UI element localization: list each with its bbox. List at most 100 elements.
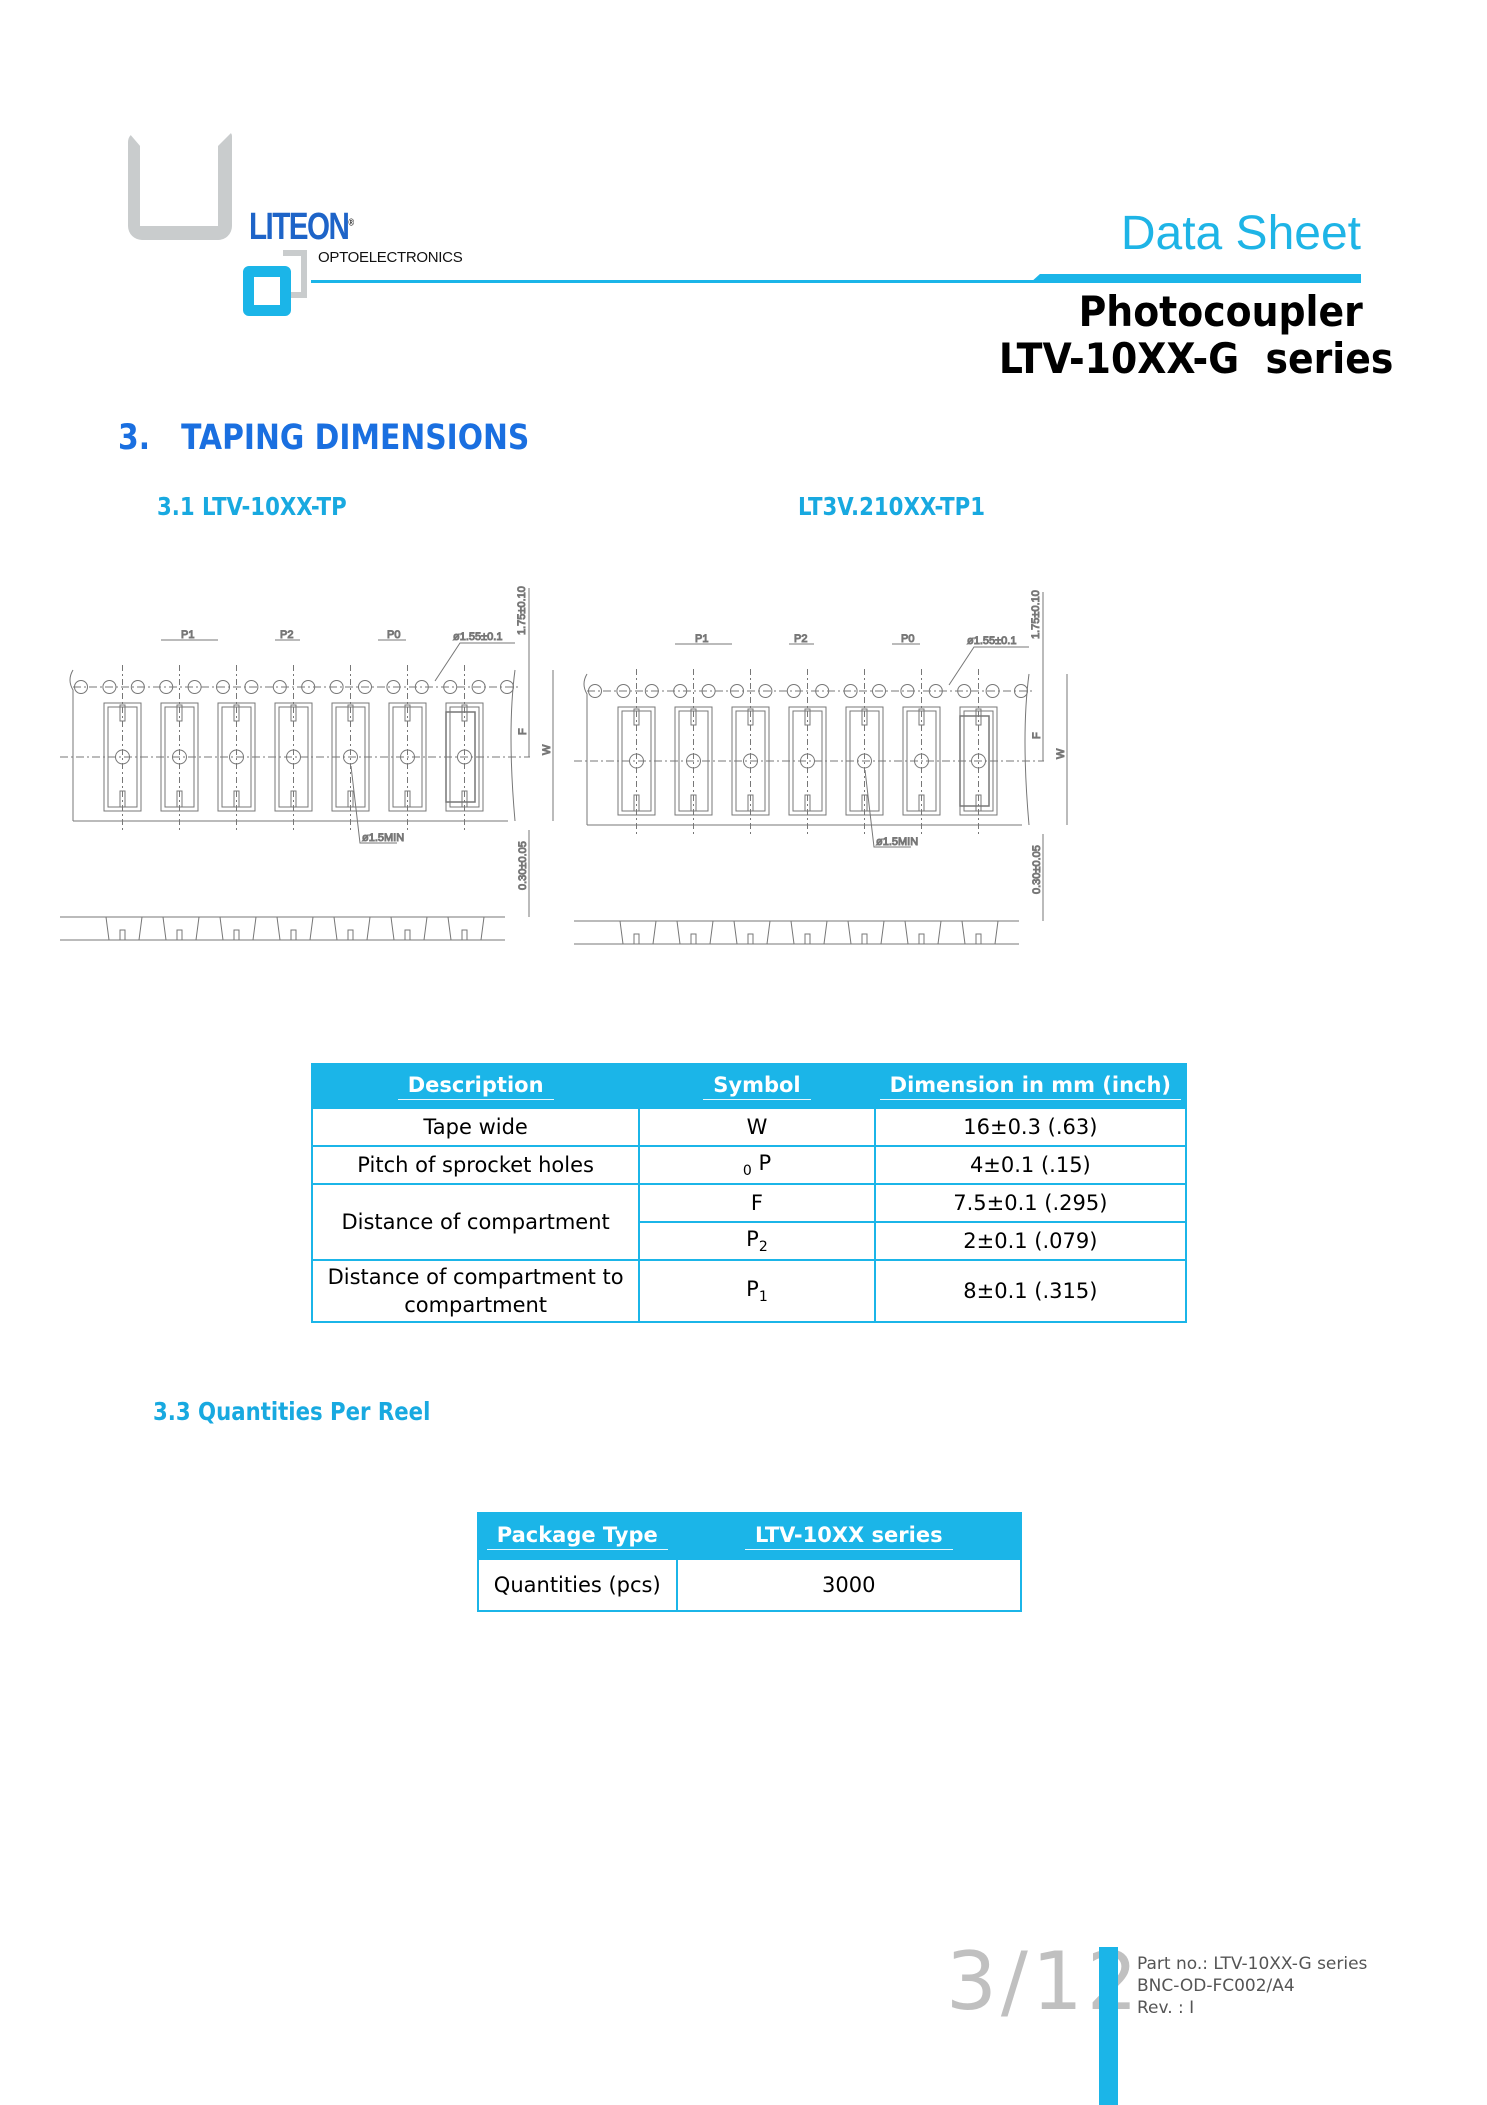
cell-value: 8±0.1 (.315) bbox=[873, 1259, 1188, 1323]
header-rule-thick bbox=[1030, 274, 1361, 283]
profile-pocket bbox=[897, 920, 949, 945]
cell-description: Distance of compartment bbox=[310, 1183, 641, 1261]
cell-symbol: F bbox=[638, 1183, 876, 1223]
sprocket-hole bbox=[985, 684, 1000, 698]
sprocket-hole bbox=[786, 684, 801, 698]
label-edge-distance: 1.75±0.10 bbox=[1030, 590, 1042, 639]
sprocket-hole bbox=[130, 680, 145, 694]
dimensions-table: Description Symbol Dimension in mm (inch… bbox=[310, 1063, 1188, 1323]
sprocket-hole bbox=[843, 684, 858, 698]
label-center-hole: ø1.5MIN bbox=[876, 836, 918, 848]
sprocket-hole bbox=[815, 684, 830, 698]
cell-label: Quantities (pcs) bbox=[477, 1558, 678, 1612]
label-w: W bbox=[541, 744, 553, 755]
profile-pocket bbox=[98, 916, 150, 941]
logo-subtext: OPTOELECTRONICS bbox=[318, 249, 463, 266]
label-p0: P0 bbox=[901, 633, 914, 645]
profile-pocket bbox=[612, 920, 664, 945]
label-f: F bbox=[517, 728, 529, 735]
sprocket-hole bbox=[329, 680, 344, 694]
sprocket-hole bbox=[386, 680, 401, 694]
footer-doc-code: BNC-OD-FC002/A4 bbox=[1137, 1976, 1295, 1996]
sprocket-hole bbox=[358, 680, 372, 694]
tape-break-right bbox=[1024, 673, 1030, 826]
profile-slot bbox=[633, 933, 640, 945]
cell-value: 3000 bbox=[675, 1558, 1023, 1612]
label-center-hole: ø1.5MIN bbox=[362, 832, 404, 844]
header-symbol: Symbol bbox=[638, 1063, 876, 1109]
component bbox=[445, 711, 476, 803]
profile-pocket bbox=[326, 916, 378, 941]
label-hole-dia: ø1.55±0.1 bbox=[967, 635, 1016, 647]
taping-drawings: P1 P2 P0 ø1.55±0.1 1.75±0.10F Wø1.5MIN 0.30±0.… bbox=[60, 586, 1068, 945]
cell-symbol: P1 bbox=[638, 1259, 876, 1323]
sprocket-hole bbox=[928, 684, 943, 698]
tape-break-left bbox=[583, 673, 588, 825]
sprocket-hole bbox=[187, 680, 202, 694]
header-rule bbox=[311, 280, 1361, 283]
cell-description: Tape wide bbox=[310, 1107, 641, 1147]
tape-break-right bbox=[510, 669, 516, 822]
sprocket-hole bbox=[1014, 684, 1028, 698]
sprocket-hole bbox=[616, 684, 631, 698]
label-p1: P1 bbox=[181, 629, 194, 641]
sprocket-hole bbox=[301, 680, 316, 694]
label-hole-dia: ø1.55±0.1 bbox=[453, 631, 502, 643]
cell-symbol: W bbox=[638, 1107, 876, 1147]
profile-slot bbox=[747, 933, 754, 945]
table-row: Pitch of sprocket holes 0 P 4±0.1 (.15) bbox=[310, 1145, 1188, 1185]
sprocket-hole bbox=[957, 684, 972, 698]
footer-bar bbox=[1099, 1947, 1118, 2105]
cell-value: 7.5±0.1 (.295) bbox=[873, 1183, 1188, 1223]
header-dimension: Dimension in mm (inch) bbox=[873, 1063, 1188, 1109]
profile-slot bbox=[975, 933, 982, 945]
logo-text: LITEON® bbox=[249, 206, 354, 248]
sprocket-hole bbox=[471, 680, 486, 694]
sprocket-hole bbox=[74, 680, 88, 694]
profile-pocket bbox=[783, 920, 835, 945]
cell-symbol: 0 P bbox=[638, 1145, 876, 1185]
profile-slot bbox=[119, 929, 126, 941]
label-p1: P1 bbox=[695, 633, 708, 645]
table-row: Distance of compartment to compartment P… bbox=[310, 1259, 1188, 1323]
sprocket-hole bbox=[730, 684, 744, 698]
leader-hole-dia bbox=[434, 642, 515, 682]
cell-description: Distance of compartment to compartment bbox=[310, 1259, 641, 1323]
sprocket-hole bbox=[644, 684, 659, 698]
profile-slot bbox=[404, 929, 411, 941]
sprocket-hole bbox=[272, 680, 287, 694]
profile-slot bbox=[176, 929, 183, 941]
component bbox=[959, 715, 990, 807]
sprocket-hole bbox=[414, 680, 429, 694]
sprocket-hole bbox=[588, 684, 602, 698]
label-thickness: 0.30±0.05 bbox=[1031, 845, 1043, 894]
table-row: Tape wide W 16±0.3 (.63) bbox=[310, 1107, 1188, 1147]
leader-center-hole bbox=[350, 765, 397, 844]
profile-pocket bbox=[383, 916, 435, 941]
sprocket-hole bbox=[159, 680, 174, 694]
cell-symbol: P2 bbox=[638, 1221, 876, 1261]
profile-slot bbox=[918, 933, 925, 945]
cell-value: 4±0.1 (.15) bbox=[873, 1145, 1188, 1185]
sprocket-hole bbox=[701, 684, 716, 698]
quantities-table: Package Type LTV-10XX series Quantities … bbox=[477, 1512, 1023, 1612]
profile-slot bbox=[233, 929, 240, 941]
label-edge-distance: 1.75±0.10 bbox=[516, 586, 528, 635]
footer-part-no: Part no.: LTV-10XX-G series bbox=[1137, 1954, 1368, 1974]
label-p2: P2 bbox=[280, 629, 293, 641]
profile-slot bbox=[290, 929, 297, 941]
sprocket-hole bbox=[443, 680, 458, 694]
profile-pocket bbox=[840, 920, 892, 945]
logo-gray-mark bbox=[283, 250, 307, 298]
profile-pocket bbox=[212, 916, 264, 941]
subsection-tp1: LT3V.210XX-TP1 bbox=[798, 492, 986, 521]
label-p0: P0 bbox=[387, 629, 400, 641]
label-f: F bbox=[1031, 732, 1043, 739]
header-package-type: Package Type bbox=[477, 1512, 678, 1560]
profile-pocket bbox=[726, 920, 778, 945]
cell-value: 16±0.3 (.63) bbox=[873, 1107, 1188, 1147]
subsection-quantities: 3.3 Quantities Per Reel bbox=[153, 1397, 431, 1426]
header-description: Description bbox=[310, 1063, 641, 1109]
label-p2: P2 bbox=[794, 633, 807, 645]
